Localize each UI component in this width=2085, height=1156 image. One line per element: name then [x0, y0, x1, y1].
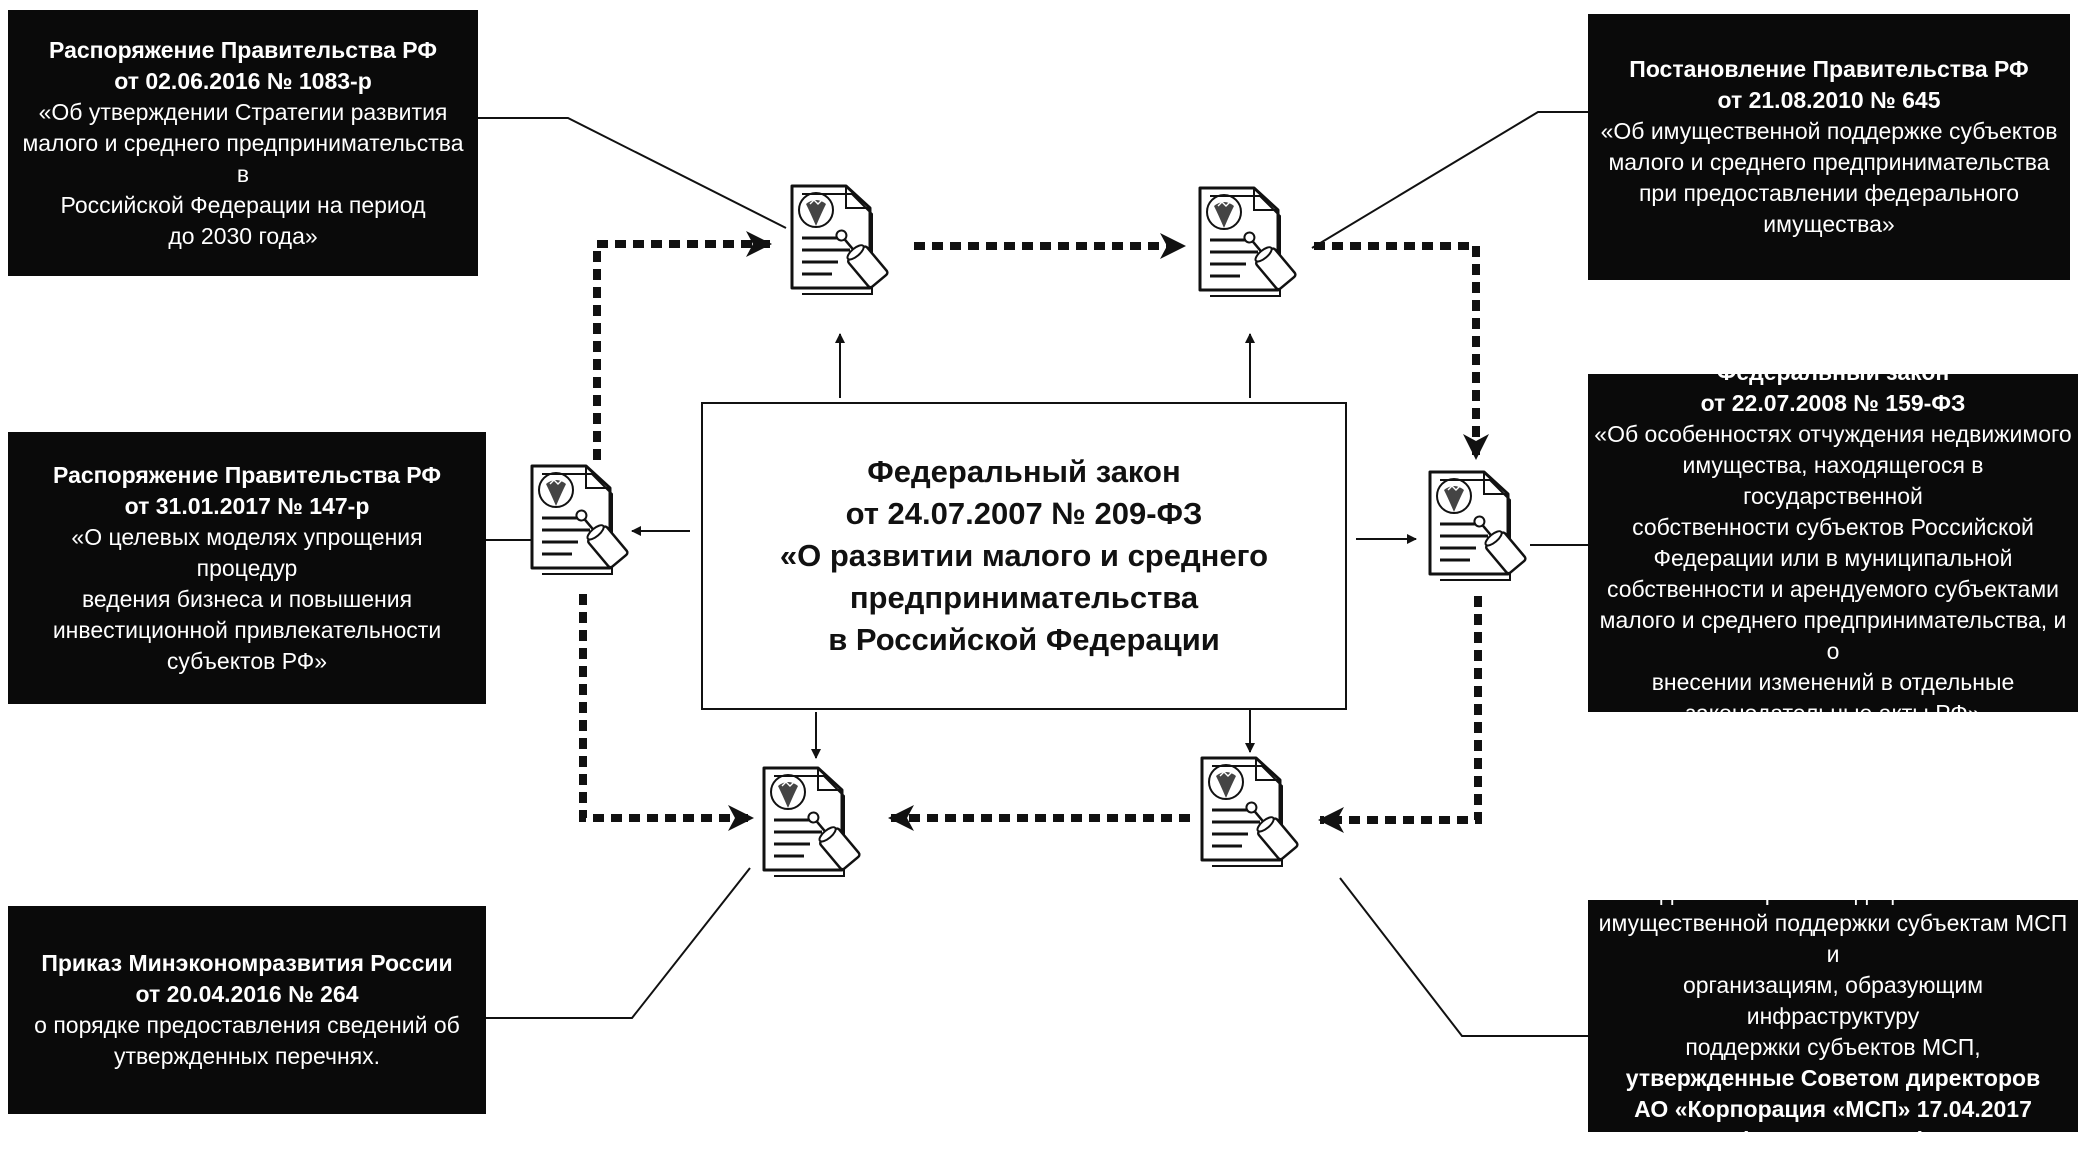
- doc-text-line: собственности и арендуемого субъектами: [1606, 576, 2060, 602]
- connector-264: [486, 867, 751, 1019]
- doc-text-line: внесении изменений в отдельные: [1651, 669, 2015, 695]
- doc-text-line: малого и среднего предпринимательства, и…: [1599, 607, 2067, 664]
- document-with-seal-icon: [790, 184, 891, 296]
- central-law-line-5: в Российской Федерации: [828, 622, 1220, 657]
- document-box-order-264: Приказ Минэкономразвития России от 20.04…: [8, 906, 486, 1114]
- doc-text-line: инвестиционной привлекательности: [52, 616, 442, 643]
- connector-methods: [1339, 877, 1588, 1037]
- doc-text-line: малого и среднего предпринимательства: [1608, 149, 2050, 175]
- document-box-property-support-645: Постановление Правительства РФ от 21.08.…: [1588, 14, 2070, 280]
- connector-strategy: [478, 117, 787, 229]
- doc-text-line: имущественной поддержки субъектам МСП и: [1598, 909, 2068, 967]
- doc-number: от 02.06.2016 № 1083-р: [114, 67, 372, 94]
- connector-645: [1311, 111, 1588, 249]
- dashed-left-to-bottomleft: [579, 594, 754, 831]
- central-law-line-3: «О развитии малого и среднего: [779, 538, 1269, 573]
- document-box-strategy-2030: Распоряжение Правительства РФ от 02.06.2…: [8, 10, 478, 276]
- doc-number: от 31.01.2017 № 147-р: [124, 492, 370, 519]
- doc-text-line: субъектов РФ»: [166, 647, 328, 674]
- dashed-left-to-topleft: [593, 231, 772, 460]
- doc-title: Приказ Минэкономразвития России: [41, 950, 453, 976]
- doc-text-line: имущества»: [1763, 211, 1895, 237]
- document-with-seal-icon: [762, 766, 863, 878]
- doc-text-line: «Об особенностях отчуждения недвижимого: [1594, 421, 2072, 447]
- document-with-seal-icon: [1200, 756, 1301, 868]
- doc-title: Постановление Правительства РФ: [1629, 56, 2029, 82]
- doc-title: Распоряжение Правительства РФ: [53, 461, 441, 488]
- doc-text-line: «О целевых моделях упрощения процедур: [71, 523, 423, 581]
- doc-text-line: собственности субъектов Российской: [1632, 514, 2034, 540]
- document-with-seal-icon: [530, 464, 631, 576]
- doc-text-line: поддержки субъектов МСП,: [1685, 1033, 1981, 1060]
- document-with-seal-icon: [1198, 186, 1299, 298]
- doc-number: от 22.07.2008 № 159-ФЗ: [1700, 390, 1966, 416]
- doc-title: Распоряжение Правительства РФ: [49, 36, 437, 63]
- doc-text-line: малого и среднего предпринимательства в: [22, 129, 464, 187]
- doc-text-line: имущества, находящегося в государственно…: [1682, 452, 1984, 509]
- central-law-box: Федеральный закон от 24.07.2007 № 209-ФЗ…: [701, 402, 1347, 710]
- doc-text-line: законодательные акты РФ»: [1685, 700, 1981, 726]
- document-box-target-models-147: Распоряжение Правительства РФ от 31.01.2…: [8, 432, 486, 704]
- central-law-line-2: от 24.07.2007 № 209-ФЗ: [845, 496, 1203, 531]
- central-law-line-4: предпринимательства: [849, 580, 1199, 615]
- doc-number: от 21.08.2010 № 645: [1717, 87, 1941, 113]
- document-box-method-recommendations: Методические рекомендации по оказанию им…: [1588, 879, 2078, 1153]
- document-with-seal-icon: [1428, 470, 1529, 582]
- doc-text-line: при предоставлении федерального: [1638, 180, 2020, 206]
- dashed-cycle: [579, 231, 1489, 833]
- central-law-line-1: Федеральный закон: [867, 454, 1181, 489]
- dashed-topright-to-right: [1314, 242, 1489, 460]
- dashed-right-to-bottomright: [1318, 596, 1482, 833]
- doc-text-line: Российской Федерации на период: [60, 191, 426, 218]
- doc-text-line: ведения бизнеса и повышения: [81, 585, 413, 612]
- doc-text-line: «Об имущественной поддержке субъектов: [1600, 118, 2058, 144]
- doc-text-line: о порядке предоставления сведений об: [34, 1012, 460, 1038]
- doc-text-line: утвержденных перечнях.: [113, 1043, 381, 1069]
- doc-text-line: до 2030 года»: [168, 222, 318, 249]
- doc-approval: утвержденные Советом директоров: [1625, 1064, 2041, 1091]
- doc-text-line: «Об утверждении Стратегии развития: [38, 98, 448, 125]
- doc-title: Федеральный закон: [1716, 359, 1950, 385]
- connector-lines: [478, 111, 1588, 1037]
- doc-text-line: организациям, образующим инфраструктуру: [1682, 971, 1984, 1029]
- document-box-federal-law-159: Федеральный закон от 22.07.2008 № 159-ФЗ…: [1588, 359, 2078, 726]
- doc-protocol: (протокол № 32): [1740, 1126, 1926, 1153]
- doc-approval-date: АО «Корпорация «МСП» 17.04.2017: [1634, 1095, 2032, 1122]
- doc-text-line: Методические рекомендации по оказанию: [1606, 878, 2060, 905]
- doc-text-line: Федерации или в муниципальной: [1653, 545, 2013, 571]
- doc-number: от 20.04.2016 № 264: [135, 981, 359, 1007]
